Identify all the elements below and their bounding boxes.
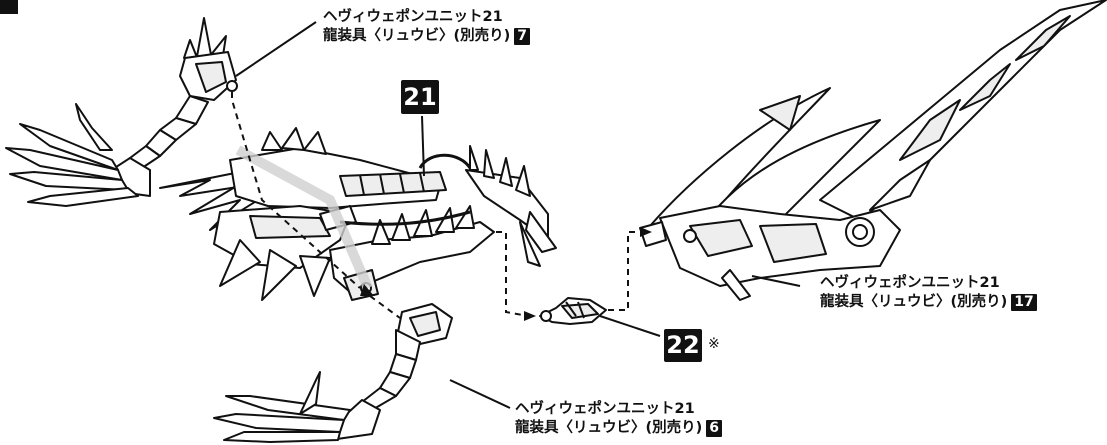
callout-top-left-name: ヘヴィウェポンユニット21 (323, 9, 503, 25)
dragon-head-body (159, 127, 557, 301)
top-left-claw-arm (5, 17, 238, 207)
part-number-22-badge: 22 (664, 329, 702, 362)
callout-bottom-desc: 龍装具〈リュウビ〉(別売り) (515, 420, 703, 436)
callout-bottom-ref-badge: 6 (706, 419, 723, 437)
callout-right-desc-line: 龍装具〈リュウビ〉(別売り)17 (820, 293, 1037, 312)
callout-right-desc: 龍装具〈リュウビ〉(別売り) (820, 294, 1008, 310)
connector-piece-22 (539, 297, 607, 325)
guide-tint (235, 145, 373, 290)
callout-top-left-desc: 龍装具〈リュウビ〉(別売り) (323, 28, 511, 44)
bottom-claw-arm (213, 303, 453, 443)
callout-top-left: ヘヴィウェポンユニット21 龍装具〈リュウビ〉(別売り)7 (323, 8, 531, 46)
callout-right-ref-badge: 17 (1011, 293, 1037, 311)
callout-right: ヘヴィウェポンユニット21 龍装具〈リュウビ〉(別売り)17 (820, 274, 1037, 312)
leader-21 (421, 115, 425, 177)
arrow-heads (360, 227, 652, 321)
right-tail-weapon (639, 0, 1107, 301)
callout-top-left-desc-line: 龍装具〈リュウビ〉(別売り)7 (323, 27, 531, 46)
leader-22 (599, 315, 661, 337)
callout-right-name: ヘヴィウェポンユニット21 (820, 275, 1000, 291)
callout-leaders (235, 21, 801, 409)
callout-bottom-desc-line: 龍装具〈リュウビ〉(別売り)6 (515, 419, 723, 438)
part-22-note-mark: ※ (708, 336, 720, 352)
assembly-dashed-paths (231, 92, 642, 319)
callout-top-left-ref-badge: 7 (514, 27, 531, 45)
callout-bottom-name: ヘヴィウェポンユニット21 (515, 401, 695, 417)
part-number-21-badge: 21 (401, 80, 439, 114)
callout-bottom: ヘヴィウェポンユニット21 龍装具〈リュウビ〉(別売り)6 (515, 400, 723, 438)
corner-marker (0, 0, 18, 14)
